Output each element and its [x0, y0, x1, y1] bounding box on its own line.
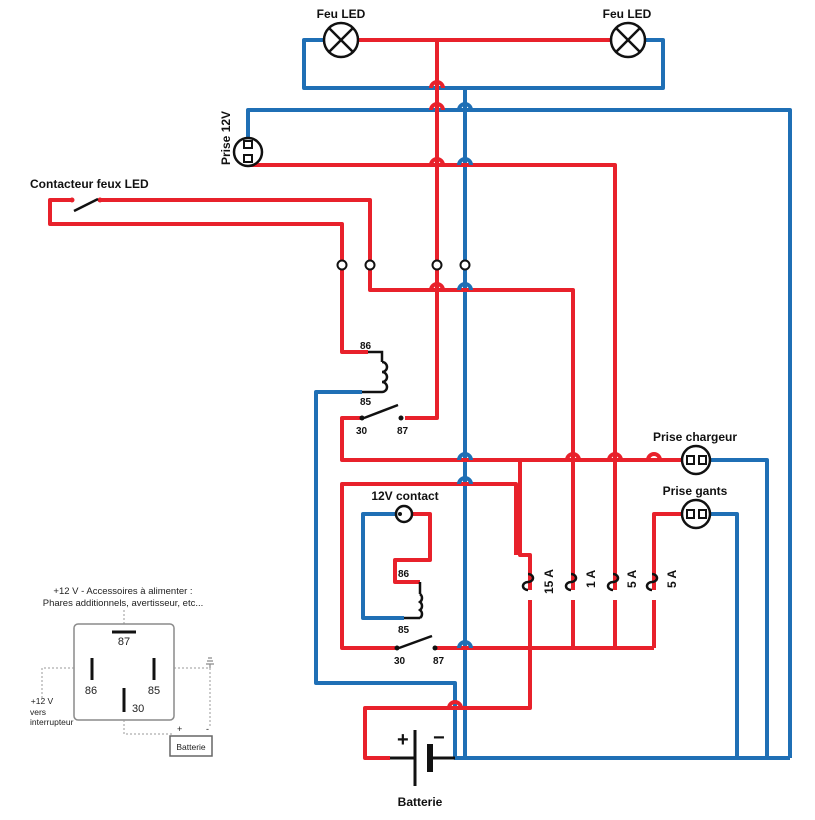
fuse-15a: 15 A: [521, 569, 556, 594]
positive-wires: [48, 38, 682, 760]
feu-led-left: Feu LED: [317, 7, 366, 59]
inset-left-line2: vers: [30, 707, 46, 717]
relay2-pin86: 86: [398, 569, 410, 580]
inset-plus: +: [177, 724, 182, 734]
relay2-pin85: 85: [398, 625, 410, 636]
fuse-5a-2: 5 A: [645, 569, 679, 592]
inset-line2: Phares additionnels, avertisseur, etc...: [43, 598, 204, 609]
prise-chargeur: Prise chargeur: [653, 430, 737, 476]
fuse-5a-2-label: 5 A: [665, 569, 679, 588]
relay-inset: +12 V - Accessoires à alimenter : Phares…: [30, 586, 214, 757]
relay1-pin85: 85: [360, 397, 372, 408]
fuse-5a-1-label: 5 A: [625, 569, 639, 588]
inset-pin30: 30: [132, 703, 144, 715]
inset-minus: -: [206, 724, 209, 734]
negative-wires: [246, 38, 792, 760]
inset-left-line1: +12 V: [31, 696, 54, 706]
feu-led-left-label: Feu LED: [317, 7, 366, 21]
inset-pin87: 87: [118, 636, 130, 648]
inset-pin85: 85: [148, 685, 160, 697]
battery-minus: −: [433, 727, 445, 749]
fuse-1a: 1 A: [564, 569, 598, 592]
relay2-pin87: 87: [433, 656, 445, 667]
feu-led-right: Feu LED: [603, 7, 652, 59]
battery-label: Batterie: [398, 795, 443, 809]
contacteur-feux-led: Contacteur feux LED: [30, 177, 149, 213]
prise-gants: Prise gants: [663, 484, 728, 530]
feu-led-right-label: Feu LED: [603, 7, 652, 21]
contact-12v-label: 12V contact: [371, 489, 438, 503]
fuse-1a-label: 1 A: [584, 569, 598, 588]
junction-dots: [336, 259, 471, 271]
inset-battery-label: Batterie: [176, 742, 206, 752]
relay2-pin30: 30: [394, 656, 406, 667]
relay-1: 86 85 30 87: [356, 341, 409, 437]
crossovers: [429, 80, 662, 709]
relay1-pin87: 87: [397, 426, 409, 437]
inset-line1: +12 V - Accessoires à alimenter :: [53, 586, 192, 597]
contacteur-label: Contacteur feux LED: [30, 177, 149, 191]
prise-12v: Prise 12V: [219, 111, 264, 168]
prise-12v-label: Prise 12V: [219, 111, 233, 165]
inset-pin86: 86: [85, 685, 97, 697]
battery: + − Batterie: [390, 727, 455, 809]
relay-2: 86 85 30 87: [394, 569, 445, 667]
relay1-pin86: 86: [360, 341, 372, 352]
inset-left-line3: interrupteur: [30, 717, 74, 727]
battery-plus: +: [397, 729, 409, 751]
relay1-pin30: 30: [356, 426, 368, 437]
prise-chargeur-label: Prise chargeur: [653, 430, 737, 444]
fuse-5a-1: 5 A: [606, 569, 639, 592]
fuse-15a-label: 15 A: [542, 569, 556, 594]
prise-gants-label: Prise gants: [663, 484, 728, 498]
contact-12v: 12V contact: [371, 489, 439, 524]
